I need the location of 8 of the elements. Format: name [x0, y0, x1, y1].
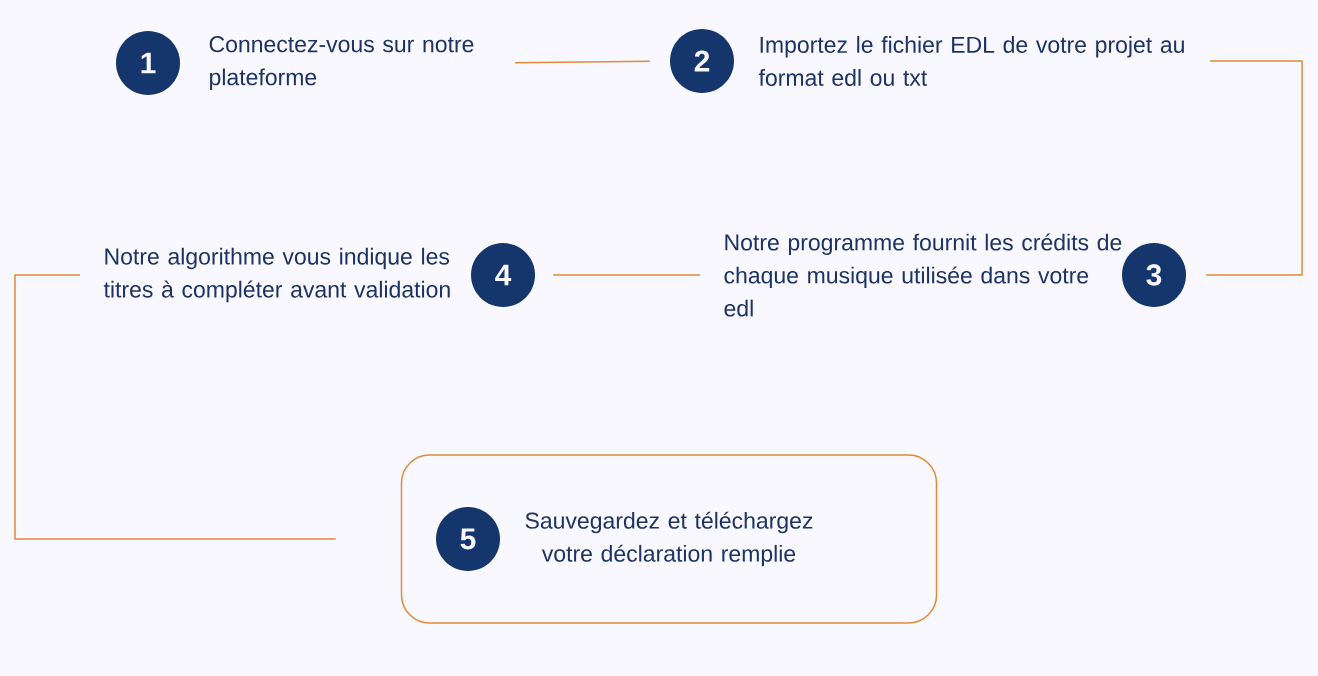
step-text: Notre programme fournit les crédits de chaque musique utilisée dans votre edl	[724, 233, 1122, 317]
connector-line	[1205, 60, 1303, 276]
step-text: Notre algorithme vous indique les titres à compléter avant validation	[103, 247, 450, 303]
connector-line	[514, 60, 651, 64]
connector-line	[552, 274, 701, 276]
step-text: Connectez-vous sur notre plateforme	[209, 36, 474, 90]
step-text: Importez le fichier EDL de votre projet au format edl ou txt	[758, 36, 1184, 86]
connector-line	[14, 274, 337, 540]
